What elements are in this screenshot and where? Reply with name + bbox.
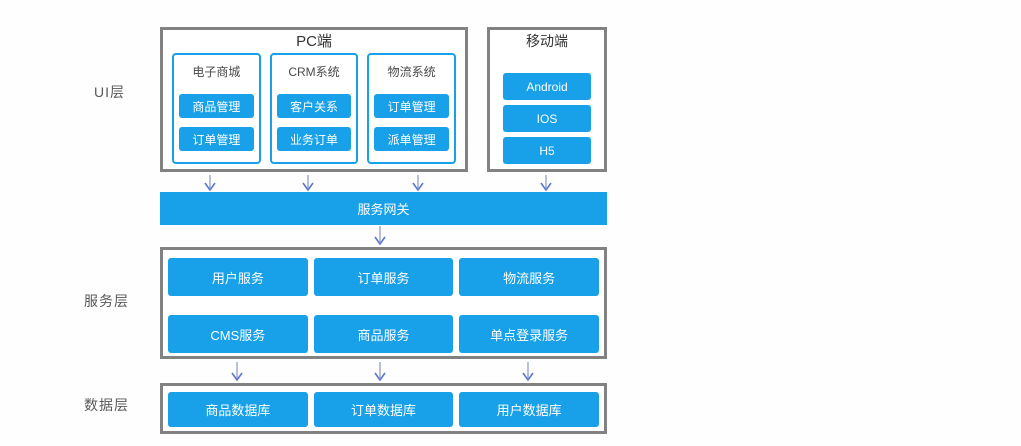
node-order-management: 订单管理 [179,127,254,151]
node-business-orders: 业务订单 [276,127,352,151]
mobile-panel-title: 移动端 [526,33,568,49]
node-order-service: 订单服务 [313,258,454,296]
arrow-mobile-to-gateway [540,175,552,192]
node-ios: IOS [503,105,591,132]
arrow-service2-to-data [374,362,386,382]
pc-panel-title: PC端 [296,33,332,50]
subgroup-ecommerce-title: 电子商城 [192,65,241,79]
layer-label-service: 服务层 [84,293,129,309]
subgroup-logistics: 物流系统 订单管理 派单管理 [367,53,457,164]
arrow-pc1-to-gateway [204,175,216,192]
node-product-management: 商品管理 [179,94,254,118]
mobile-panel: 移动端 Android IOS H5 [487,27,607,172]
layer-label-data: 数据层 [84,397,129,413]
service-gateway-band: 服务网关 [160,192,607,225]
arrow-pc2-to-gateway [302,175,314,192]
service-row-1: 用户服务 订单服务 物流服务 [163,258,604,296]
service-row-2: CMS服务 商品服务 单点登录服务 [163,315,604,353]
node-order-database: 订单数据库 [313,392,454,427]
node-android: Android [503,73,591,100]
node-user-service: 用户服务 [168,258,308,296]
node-dispatch-management: 派单管理 [374,127,450,151]
data-panel: 商品数据库 订单数据库 用户数据库 [160,383,607,434]
node-h5: H5 [503,137,591,164]
layer-label-ui: UI层 [94,84,125,100]
subgroup-crm-title: CRM系统 [288,65,340,79]
subgroup-logistics-title: 物流系统 [387,65,436,79]
node-logistics-service: 物流服务 [459,258,600,296]
pc-panel: PC端 电子商城 商品管理 订单管理 CRM系统 客户关系 业务订单 物流系统 … [160,27,468,172]
arrow-service1-to-data [231,362,243,382]
node-customer-relations: 客户关系 [276,94,352,118]
arrow-pc3-to-gateway [412,175,424,192]
node-product-service: 商品服务 [313,315,454,353]
subgroup-crm: CRM系统 客户关系 业务订单 [269,53,359,164]
subgroup-ecommerce: 电子商城 商品管理 订单管理 [172,53,261,164]
service-panel: 用户服务 订单服务 物流服务 CMS服务 商品服务 单点登录服务 [160,247,607,359]
node-product-database: 商品数据库 [168,392,308,427]
node-order-management-logistics: 订单管理 [374,94,450,118]
node-sso-service: 单点登录服务 [459,315,600,353]
arrow-gateway-to-service [374,226,386,246]
arrow-service3-to-data [522,362,534,382]
pc-subgroups: 电子商城 商品管理 订单管理 CRM系统 客户关系 业务订单 物流系统 订单管理… [163,53,465,164]
node-user-database: 用户数据库 [459,392,600,427]
node-cms-service: CMS服务 [168,315,308,353]
data-row: 商品数据库 订单数据库 用户数据库 [163,392,604,427]
